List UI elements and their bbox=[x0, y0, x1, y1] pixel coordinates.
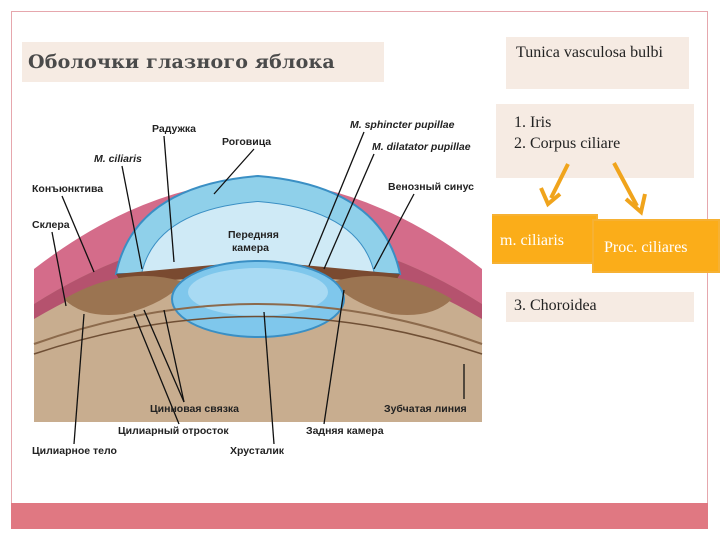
choroidea-text: 3. Choroidea bbox=[514, 297, 597, 314]
eye-anatomy-illustration: Радужка Роговица M. sphincter pupillae M… bbox=[32, 119, 483, 457]
tunica-box: Tunica vasculosa bulbi bbox=[506, 37, 689, 89]
label-m-ciliaris: M. ciliaris bbox=[94, 153, 142, 165]
label-rogovitsa: Роговица bbox=[222, 136, 271, 148]
proc-ciliares-text: Proc. ciliares bbox=[604, 239, 688, 256]
title-box: Оболочки глазного яблока bbox=[22, 42, 384, 82]
list-item-corpus: Corpus ciliare bbox=[530, 133, 686, 154]
list-item-iris: Iris bbox=[530, 112, 686, 133]
label-sklera: Склера bbox=[32, 219, 70, 231]
slide-title: Оболочки глазного яблока bbox=[28, 51, 335, 73]
eye-diagram: Радужка Роговица M. sphincter pupillae M… bbox=[24, 114, 492, 464]
label-telo: Цилиарное тело bbox=[32, 445, 117, 457]
label-khrustalik: Хрусталик bbox=[230, 445, 285, 457]
structure-list: Iris Corpus ciliare bbox=[496, 104, 694, 178]
label-kamera: камера bbox=[232, 242, 269, 254]
label-zadnyaya: Задняя камера bbox=[306, 425, 384, 437]
m-ciliaris-text: m. ciliaris bbox=[500, 232, 564, 249]
label-venozny-sinus: Венозный синус bbox=[388, 181, 474, 193]
label-perednyaya: Передняя bbox=[228, 229, 279, 241]
label-raduzhka: Радужка bbox=[152, 123, 196, 135]
tunica-text: Tunica vasculosa bulbi bbox=[516, 44, 663, 61]
bottom-accent-bar bbox=[11, 503, 708, 529]
label-zubchataya: Зубчатая линия bbox=[384, 403, 467, 415]
proc-ciliares-box: Proc. ciliares bbox=[592, 219, 720, 273]
label-dilatator: M. dilatator pupillae bbox=[372, 141, 471, 153]
m-ciliaris-box: m. ciliaris bbox=[480, 214, 598, 264]
label-otrostok: Цилиарный отросток bbox=[118, 425, 229, 437]
label-konyunktiva: Конъюнктива bbox=[32, 183, 103, 195]
choroidea-box: 3. Choroidea bbox=[506, 292, 694, 322]
label-tsinnova: Цинновая связка bbox=[150, 403, 239, 415]
label-sphincter: M. sphincter pupillae bbox=[350, 119, 455, 131]
